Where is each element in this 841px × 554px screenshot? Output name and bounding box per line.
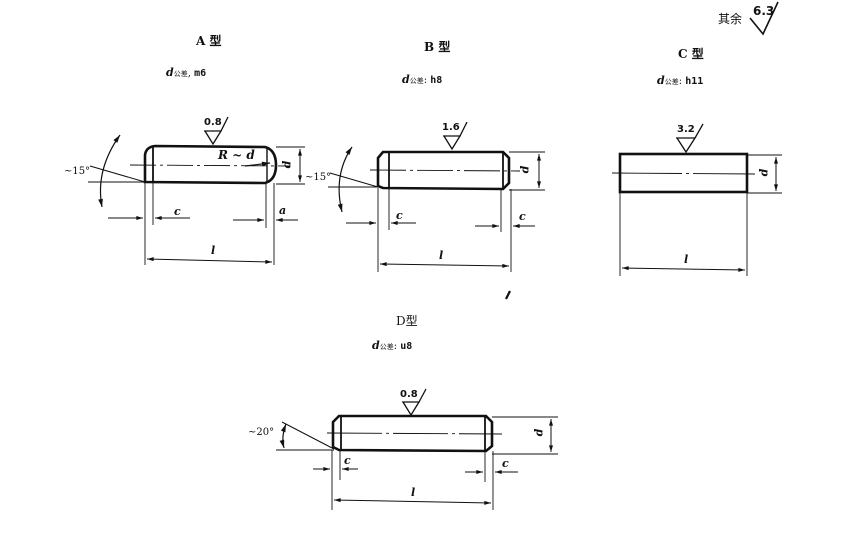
- pin-b-roughness: 1.6: [442, 122, 460, 133]
- tolerance-value: m6: [194, 68, 207, 79]
- pin-c-tolerance: d公差: h11: [657, 74, 703, 87]
- pin-b-diameter-label: d: [518, 165, 532, 174]
- tolerance-separator: :: [393, 341, 398, 352]
- pin-d-roughness: 0.8: [400, 389, 418, 400]
- pin-b-tolerance: d公差: h8: [402, 73, 442, 86]
- pin-b-angle: ~15°: [305, 172, 332, 183]
- pin-c-roughness: 3.2: [677, 124, 695, 135]
- pin-a-roughness: 0.8: [204, 117, 222, 128]
- tolerance-separator: :: [423, 75, 428, 86]
- pin-d-title: D型: [396, 314, 418, 328]
- pin-a-title: A 型: [196, 34, 222, 48]
- pin-c-length-label: l: [684, 253, 689, 266]
- pin-c-drawing: [611, 123, 782, 276]
- tolerance-symbol: d: [372, 339, 380, 352]
- pin-b-chamfer-right-label: c: [519, 210, 526, 223]
- tolerance-value: h8: [430, 75, 443, 86]
- tolerance-symbol: d: [402, 73, 410, 86]
- pin-a-chamfer-c-label: c: [174, 205, 181, 218]
- tolerance-subscript: 公差: [173, 70, 188, 78]
- pin-d-chamfer-left-label: c: [344, 454, 351, 467]
- pin-a-tolerance: d公差, m6: [166, 66, 206, 79]
- tolerance-symbol: d: [166, 66, 174, 79]
- pin-b-drawing: [328, 121, 545, 300]
- pin-a-diameter-label: d: [280, 160, 294, 169]
- tolerance-subscript: 公差: [379, 343, 394, 351]
- pin-d-drawing: [276, 388, 558, 510]
- pin-d-angle: ~20°: [248, 427, 275, 438]
- general-roughness-symbol: [749, 1, 779, 36]
- pin-b-chamfer-left-label: c: [396, 209, 403, 222]
- pin-d-diameter-label: d: [532, 428, 546, 437]
- tolerance-separator: :: [678, 76, 683, 87]
- tolerance-symbol: d: [657, 74, 665, 87]
- tolerance-value: h11: [685, 76, 704, 87]
- tolerance-value: u8: [400, 341, 413, 352]
- general-roughness-value: 6.3: [753, 4, 775, 18]
- pin-d-chamfer-right-label: c: [502, 457, 509, 470]
- pin-b-title: B 型: [424, 40, 451, 54]
- tolerance-subscript: 公差: [664, 78, 679, 86]
- tolerance-separator: ,: [187, 68, 191, 79]
- pin-d-length-label: l: [411, 486, 416, 499]
- pin-b-length-label: l: [439, 249, 444, 262]
- pin-d-tolerance: d公差: u8: [372, 339, 412, 352]
- pin-a-radius-label: R ~ d: [218, 148, 255, 162]
- pin-a-chamfer-a-label: a: [279, 204, 287, 217]
- pin-a-angle: ~15°: [64, 166, 91, 177]
- pin-a-drawing: [88, 116, 305, 265]
- tolerance-subscript: 公差: [409, 77, 424, 85]
- pin-c-title: C 型: [678, 47, 704, 61]
- pin-a-length-label: l: [211, 244, 216, 257]
- pin-c-diameter-label: d: [757, 168, 771, 177]
- other-surfaces-label: 其余: [718, 12, 743, 26]
